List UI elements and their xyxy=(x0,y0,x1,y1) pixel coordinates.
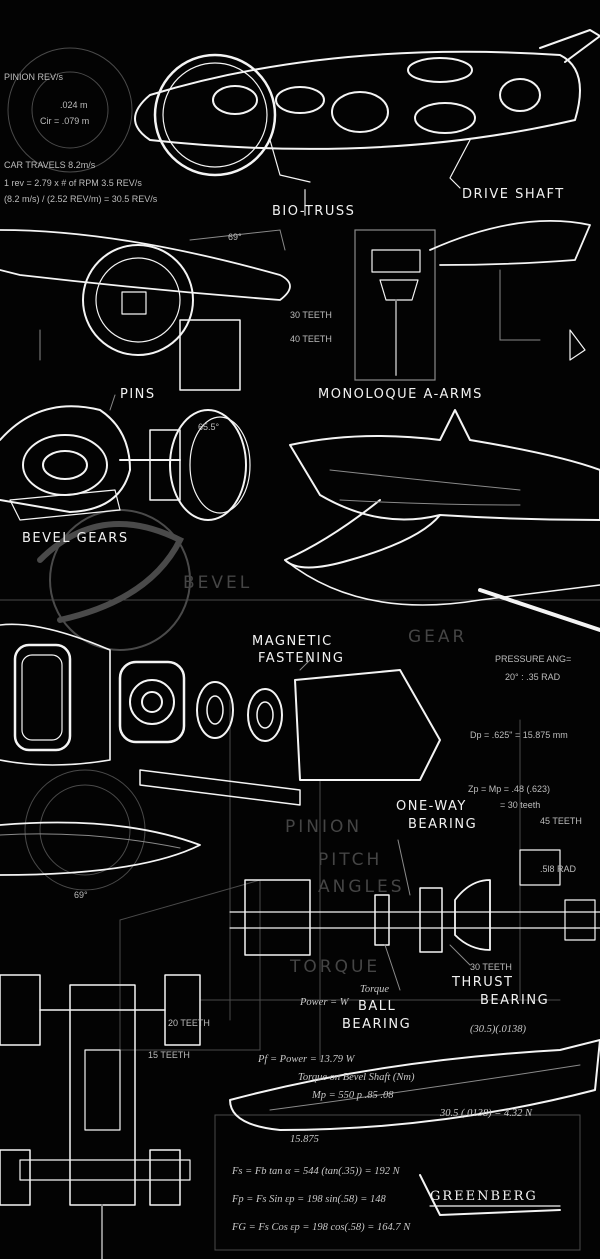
label-one-way: ONE-WAY xyxy=(396,799,467,814)
label-bio-truss: BIO-TRUSS xyxy=(272,204,355,219)
label-ball: BALL xyxy=(358,999,396,1014)
eq-e6: Fp = Fs Sin εp = 198 sin(.58) = 148 xyxy=(231,1194,386,1205)
label-magnetic: MAGNETIC xyxy=(252,634,333,649)
lower-arm xyxy=(0,821,201,876)
note-n9: 15 TEETH xyxy=(148,1050,190,1060)
ghost-words: BEVEL GEAR PINION PITCH ANGLES TORQUE xyxy=(183,573,467,977)
shaft-bearings xyxy=(229,839,600,991)
exploded-hub xyxy=(0,623,441,806)
note-angle-65: 65.5° xyxy=(198,422,220,432)
bio-truss-shaft xyxy=(134,29,600,216)
eq-e10: (30.5)(.0138) xyxy=(470,1024,526,1035)
background-construction xyxy=(0,47,600,1251)
label-monocoque-a-arms: MONOLOQUE A-ARMS xyxy=(318,387,483,402)
bevel-gear-wheel xyxy=(0,394,251,521)
label-bearing-ball: BEARING xyxy=(342,1017,411,1032)
note-n8: 20 TEETH xyxy=(168,1018,210,1028)
eq-e2: Torque on Bevel Shaft (Nm) xyxy=(298,1072,415,1083)
label-drive-shaft: DRIVE SHAFT xyxy=(462,187,565,202)
monocoque-a-arms xyxy=(284,409,600,632)
label-fastening: FASTENING xyxy=(258,651,344,666)
note-dp: Dp = .625" = 15.875 mm xyxy=(470,730,568,740)
bottom-wing xyxy=(229,1039,600,1216)
eq-e5: Fs = Fb tan α = 544 (tan(.35)) = 192 N xyxy=(231,1166,401,1177)
note-zp: Zp = Mp = .48 (.623) xyxy=(468,784,550,794)
front-a-arm xyxy=(0,229,291,391)
eq-e9: Torque xyxy=(360,984,389,995)
eq-e1: Pf = Power = 13.79 W xyxy=(257,1054,356,1065)
note-n3: .024 m xyxy=(60,100,88,110)
note-ang: .5l8 RAD xyxy=(540,864,577,874)
eq-e3: Mp = 550 p .85 .08 xyxy=(311,1090,394,1101)
ghost-angles: ANGLES xyxy=(318,877,405,897)
eq-e8: Power = W xyxy=(299,997,350,1008)
label-thrust: THRUST xyxy=(451,975,513,990)
ghost-pitch: PITCH xyxy=(318,850,382,870)
eq-e4: 30.5 (.0138) = 4.32 N xyxy=(439,1108,533,1119)
ghost-bevel: BEVEL xyxy=(183,573,252,593)
note-n4: Cir = .079 m xyxy=(40,116,89,126)
artist-signature: GREENBERG xyxy=(430,1189,538,1204)
note-angle-69-bottom: 69° xyxy=(74,890,88,900)
equations: Power = W Torque (30.5)(.0138) Pf = Powe… xyxy=(231,984,533,1233)
gear-housing xyxy=(354,220,591,381)
note-teeth30: = 30 teeth xyxy=(500,800,540,810)
note-angle-69-top: 69° xyxy=(228,232,242,242)
note-n2: (8.2 m/s) / (2.52 REV/m) = 30.5 REV/s xyxy=(4,194,158,204)
note-pinion-revs: PINION REV/s xyxy=(4,72,64,82)
ghost-pinion: PINION xyxy=(285,817,362,837)
ghost-gear: GEAR xyxy=(408,627,467,647)
eq-e7: FG = Fs Cos εp = 198 cos(.58) = 164.7 N xyxy=(231,1222,411,1233)
note-pressure-val: 20° : .35 RAD xyxy=(505,672,561,682)
note-pressure: PRESSURE ANG= xyxy=(495,654,571,664)
note-n10: 30 TEETH xyxy=(470,962,512,972)
note-car-travels: CAR TRAVELS 8.2m/s xyxy=(4,160,96,170)
chassis-top-view xyxy=(0,974,201,1259)
label-bearing-one-way: BEARING xyxy=(408,817,477,832)
label-pins: PINS xyxy=(120,387,156,402)
note-n7: 45 TEETH xyxy=(540,816,582,826)
note-n6: 40 TEETH xyxy=(290,334,332,344)
label-bevel-gears: BEVEL GEARS xyxy=(22,531,129,546)
note-n5: 30 TEETH xyxy=(290,310,332,320)
callouts: BIO-TRUSS DRIVE SHAFT PINS BEVEL GEARS M… xyxy=(22,187,565,1032)
label-bearing-thrust: BEARING xyxy=(480,993,549,1008)
ghost-torque: TORQUE xyxy=(289,957,380,977)
note-n1: 1 rev = 2.79 x # of RPM 3.5 REV/s xyxy=(4,178,142,188)
eq-e11: 15.875 xyxy=(290,1134,319,1145)
notes: PINION REV/s .024 m Cir = .079 m CAR TRA… xyxy=(4,72,582,1060)
